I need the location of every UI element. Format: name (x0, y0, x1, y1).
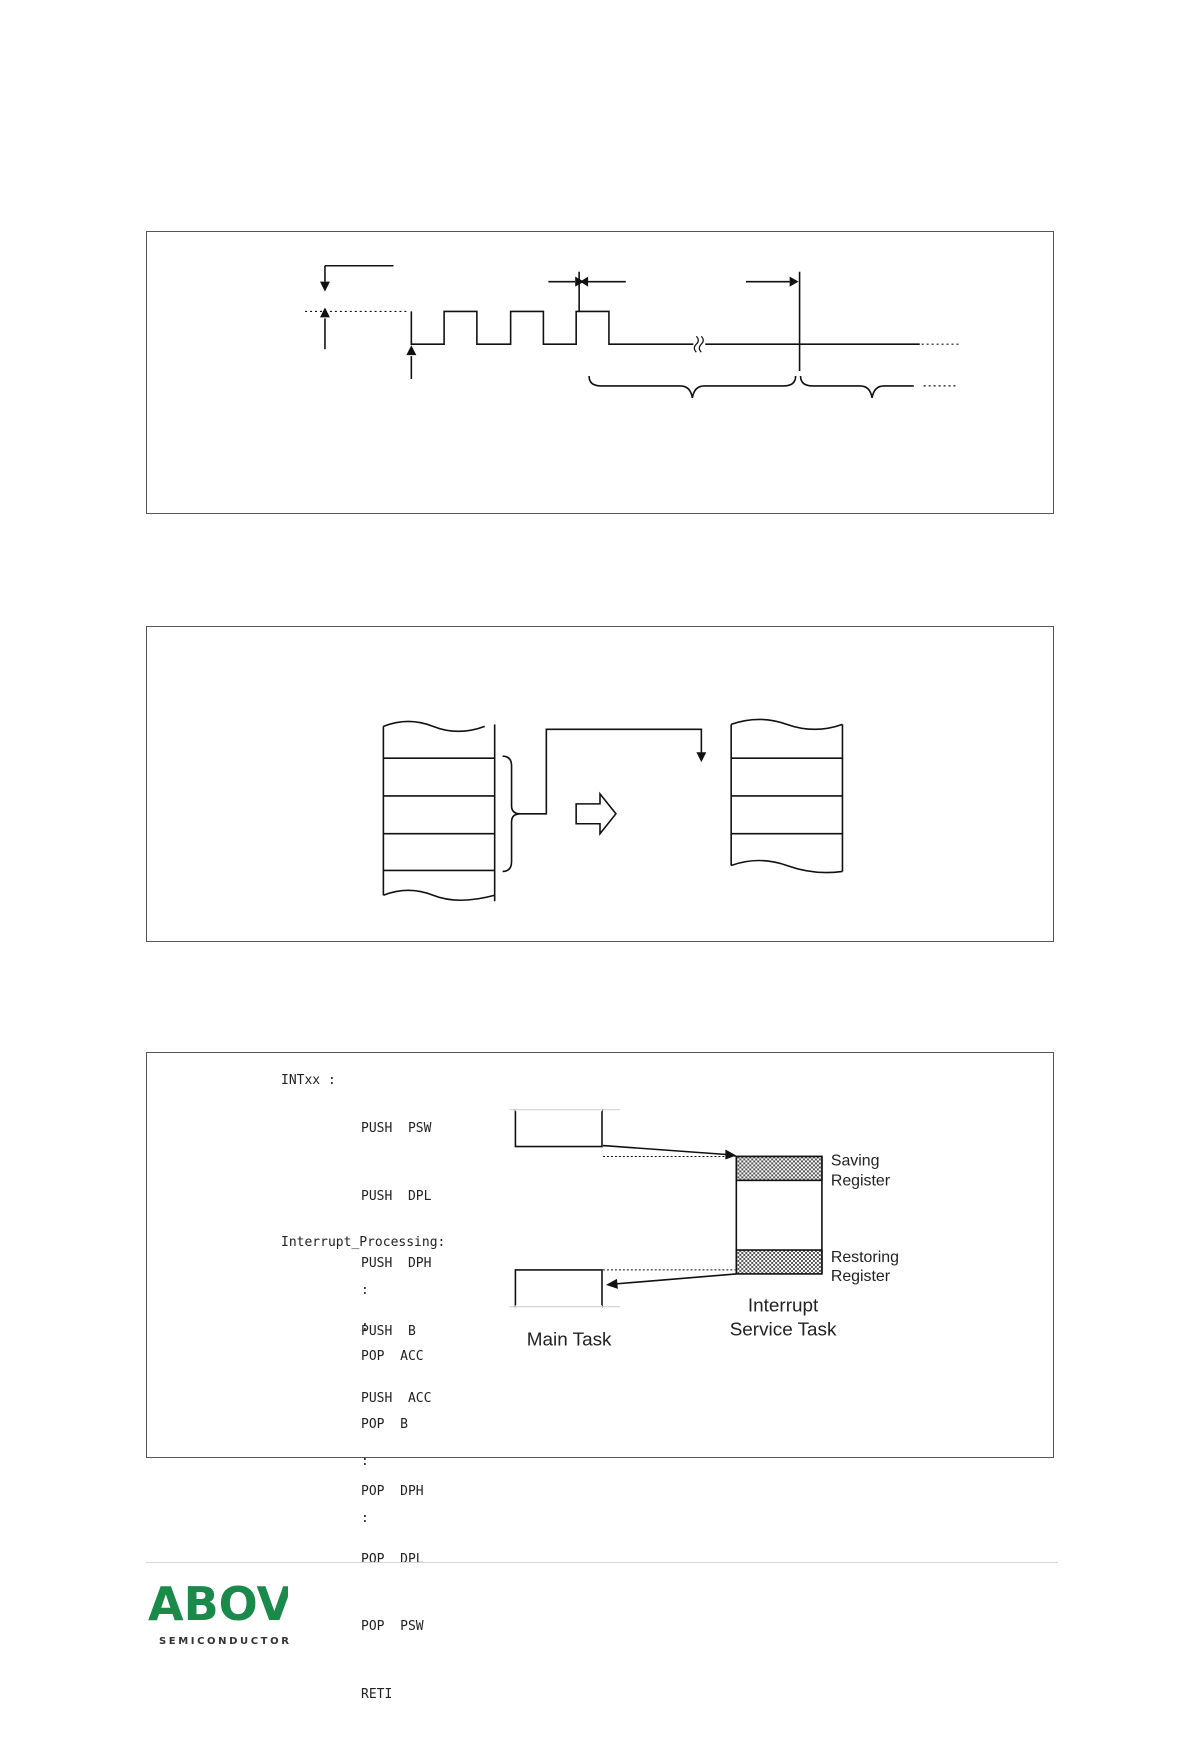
code-label-processing: Interrupt_Processing: (281, 1235, 446, 1250)
down-arrow-icon (319, 281, 330, 292)
stack-bottom-wave (730, 859, 843, 874)
left-arrow-icon (605, 1278, 618, 1289)
code-line: : (361, 1510, 369, 1526)
restoring-register-block (735, 1249, 823, 1275)
isr-title: Interrupt (748, 1296, 819, 1317)
abov-logo: ABOV (148, 1577, 288, 1631)
saving-label-2: Register (831, 1172, 891, 1189)
saving-label: Saving (831, 1152, 880, 1169)
right-arrow-icon (725, 1149, 737, 1160)
code-line: POP B (361, 1416, 408, 1432)
task-diagram: Saving Register Restoring Register Inter… (509, 1108, 899, 1351)
footer-divider (146, 1562, 1058, 1563)
saving-register-block (735, 1155, 823, 1182)
brace (502, 755, 521, 873)
code-line: POP ACC (361, 1349, 424, 1364)
brace (799, 375, 914, 398)
up-arrow-icon (406, 345, 417, 356)
logo-subtitle: SEMICONDUCTOR (159, 1636, 292, 1647)
code-line: PUSH DPL (361, 1188, 432, 1204)
code-line: PUSH ACC (361, 1391, 432, 1406)
code-line: RETI (361, 1686, 393, 1702)
code-line: PUSH DPH (361, 1256, 432, 1271)
code-label-intxx: INTxx : (281, 1073, 336, 1088)
main-task-box (514, 1269, 603, 1308)
stack-top-wave (730, 718, 843, 731)
code-line: : (361, 1319, 369, 1334)
code-line: PUSH PSW (361, 1121, 432, 1136)
timing-diagram (305, 264, 959, 398)
pulse-waveform (410, 310, 694, 345)
stack-diagram (382, 718, 844, 902)
stack-diagram-frame (146, 626, 1054, 942)
restoring-label-2: Register (831, 1268, 891, 1285)
timing-diagram-frame (146, 231, 1054, 514)
right-arrow-icon (789, 276, 799, 287)
code-line: POP DPH (361, 1484, 424, 1499)
interrupt-diagram-frame: INTxx : PUSH PSW PUSH DPL PUSH DPH PUSH … (146, 1052, 1054, 1702)
push-code-block: PUSH PSW PUSH DPL PUSH DPH PUSH B PUSH A… (361, 1073, 431, 1570)
code-line: PUSH B (361, 1323, 416, 1339)
stack-bottom-wave (383, 889, 495, 902)
code-dots: : : (361, 1261, 392, 1357)
main-task-label: Main Task (527, 1330, 612, 1351)
isr-title-2: Service Task (730, 1320, 837, 1341)
down-arrow-icon (696, 752, 707, 763)
code-line: : (361, 1283, 369, 1298)
code-line: POP PSW (361, 1619, 424, 1634)
logo-text: ABOV (148, 1577, 288, 1631)
restoring-label: Restoring (831, 1249, 899, 1266)
left-arrow-icon (580, 276, 589, 287)
main-task-box (514, 1108, 603, 1148)
code-line: POP DPL (361, 1551, 424, 1567)
brace (588, 375, 797, 398)
hollow-right-arrow-icon (575, 791, 617, 836)
code-line: : (361, 1453, 369, 1469)
stack-top-wave (383, 720, 486, 733)
up-arrow-icon (319, 307, 330, 318)
